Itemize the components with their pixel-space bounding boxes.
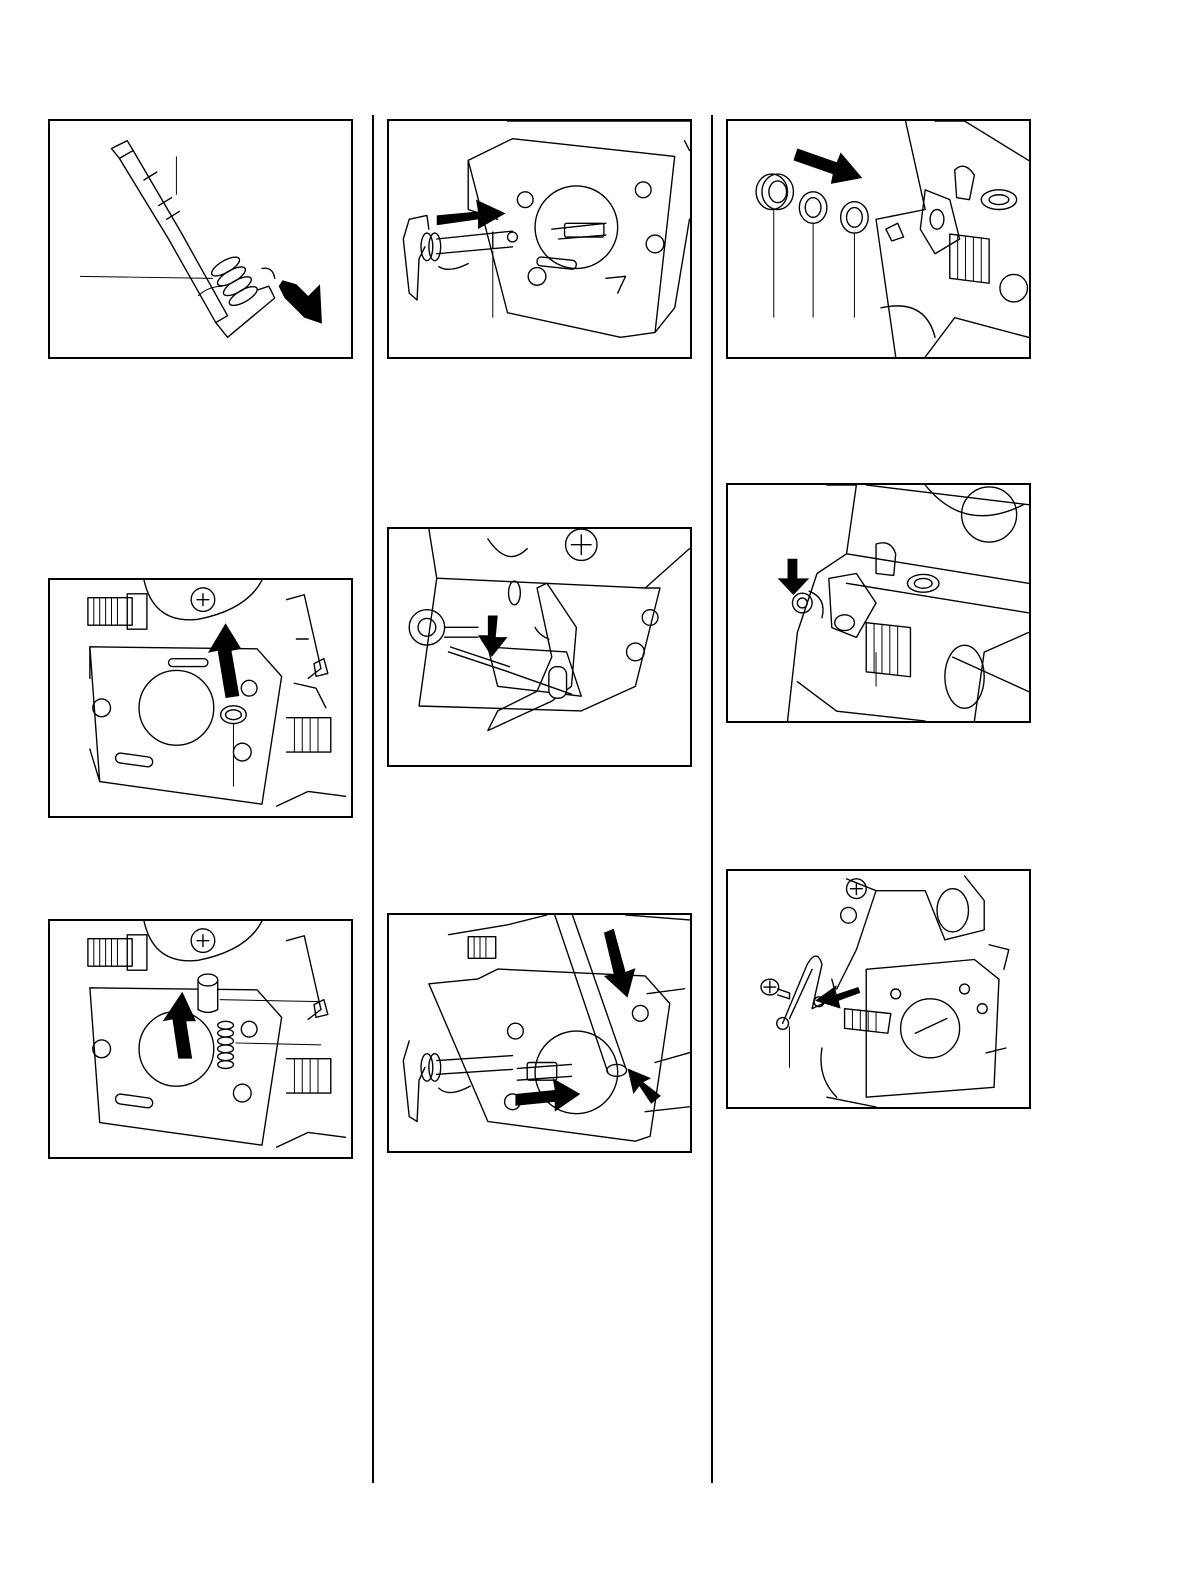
screw-icon [761,979,790,999]
figure-circlip [726,483,1031,723]
figure-bushing-removal [48,578,353,818]
figure-washer-seals [726,119,1031,359]
arrow-icon [163,992,196,1059]
spring-icon [209,254,260,309]
arrow-icon [793,149,862,184]
circlip-illustration [728,485,1029,721]
seal-icon [799,192,827,223]
circlip-icon [792,591,823,618]
figure-shaft-spring [48,119,353,359]
carburetor-icon [468,121,689,337]
arrow-icon [279,280,322,323]
carburetor-icon [88,921,346,1147]
column-divider-right [711,115,713,1483]
carburetor-icon [788,485,1029,721]
arrow-icon [208,623,241,698]
seal-icon [841,202,869,233]
carburetor-bushing-illustration [50,580,351,816]
figure-rod-insertion [387,913,692,1153]
arrow-icon [604,929,635,998]
carburetor-icon [876,121,1028,357]
rod-insertion-illustration [389,915,690,1151]
arrow-icon [478,616,508,657]
arrow-icon [437,200,506,230]
lever-icon [488,583,577,731]
shaft-spring-illustration [50,121,351,357]
spring-icon [218,1021,234,1068]
throttle-shaft-icon [403,215,512,300]
figure-throttle-shaft-insertion [387,119,692,359]
arrow-icon [778,559,809,595]
washer-icon [756,174,793,209]
screw-lever-illustration [728,871,1029,1107]
arrow-icon [628,1068,661,1103]
washer-seals-illustration [728,121,1029,357]
lever-spring-illustration [389,529,690,765]
column-divider-left [372,115,374,1483]
carburetor-pin-spring-illustration [50,921,351,1157]
arrow-icon [515,1078,580,1111]
bushing-icon [221,706,247,724]
throttle-shaft-illustration [389,121,690,357]
figure-pin-spring-removal [48,919,353,1159]
carburetor-icon [88,580,346,806]
figure-screw-lever [726,869,1031,1109]
figure-lever-spring [387,527,692,767]
